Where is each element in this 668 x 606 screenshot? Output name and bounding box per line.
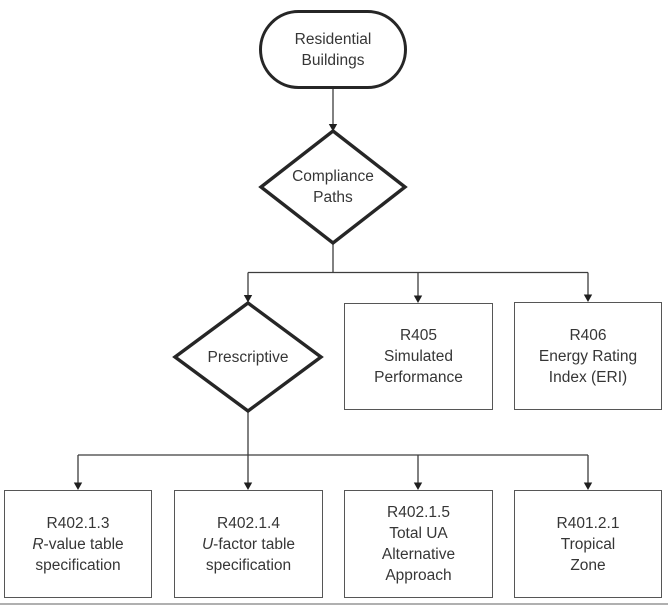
node-r406-energy-rating-index: R406 Energy Rating Index (ERI): [514, 302, 662, 410]
arrow-down-icon: [413, 482, 423, 490]
node-r402-1-3-rvalue-table: R402.1.3 R-value table specification: [4, 490, 152, 598]
arrow-down-icon: [243, 482, 253, 490]
label-line: Simulated: [384, 348, 453, 365]
node-residential-buildings-label: Residential Buildings: [295, 29, 372, 71]
arrow-down-icon: [583, 482, 593, 490]
label-line-rest: -factor table: [213, 535, 296, 553]
node-compliance-paths-label: Compliance Paths: [261, 131, 405, 243]
arrow-down-icon: [583, 294, 593, 302]
label-line: Tropical: [560, 535, 616, 553]
label-line: Residential: [294, 30, 372, 48]
arrow-down-icon: [243, 295, 253, 303]
label-line: R402.1.3: [46, 514, 110, 532]
label-line-rest: -value table: [43, 535, 124, 553]
node-r402-1-4-ufactor-table: R402.1.4 U-factor table specification: [174, 490, 323, 598]
node-r402-1-5-total-ua: R402.1.5 Total UA Alternative Approach: [344, 490, 493, 598]
label-line: specification: [205, 556, 292, 574]
label-line: specification: [35, 556, 121, 574]
label-line: R406: [569, 326, 607, 344]
label-line: Paths: [313, 189, 353, 206]
node-r405-simulated-performance: R405 Simulated Performance: [344, 303, 493, 410]
edge-residential-compliance: [328, 89, 338, 132]
edge-prescriptive-branches: [73, 411, 593, 490]
label-line: Index (ERI): [548, 368, 628, 386]
label-line: Compliance: [292, 168, 374, 185]
label-line: Approach: [385, 567, 452, 584]
italic-r-symbol: R: [32, 535, 44, 553]
label-line: R405: [399, 327, 438, 344]
node-prescriptive-label: Prescriptive: [175, 303, 321, 411]
label-line: Alternative: [381, 546, 456, 563]
label-line: R402.1.4: [217, 514, 280, 532]
edge-compliance-branches: [243, 243, 593, 303]
italic-u-symbol: U: [201, 535, 214, 553]
node-r401-2-1-tropical-zone: R401.2.1 Tropical Zone: [514, 490, 662, 598]
arrow-down-icon: [413, 295, 423, 303]
prescriptive-diamond: [172, 300, 324, 414]
label-line: R402.1.5: [387, 504, 450, 521]
compliance-paths-diamond: [258, 128, 408, 246]
label-line: R-value table: [32, 534, 123, 555]
label-line: R401.2.1: [556, 514, 620, 532]
bottom-page-rule: [0, 603, 668, 605]
label-line: Zone: [570, 556, 606, 574]
node-residential-buildings: Residential Buildings: [259, 10, 407, 89]
arrow-down-icon: [73, 482, 83, 490]
label-line: Buildings: [301, 51, 365, 69]
label-line: Performance: [374, 369, 463, 386]
arrow-down-icon: [328, 124, 338, 132]
label-line: Prescriptive: [207, 348, 289, 366]
label-line: Total UA: [389, 525, 448, 542]
label-line: Energy Rating: [538, 347, 638, 365]
label-line: U-factor table: [202, 534, 295, 555]
